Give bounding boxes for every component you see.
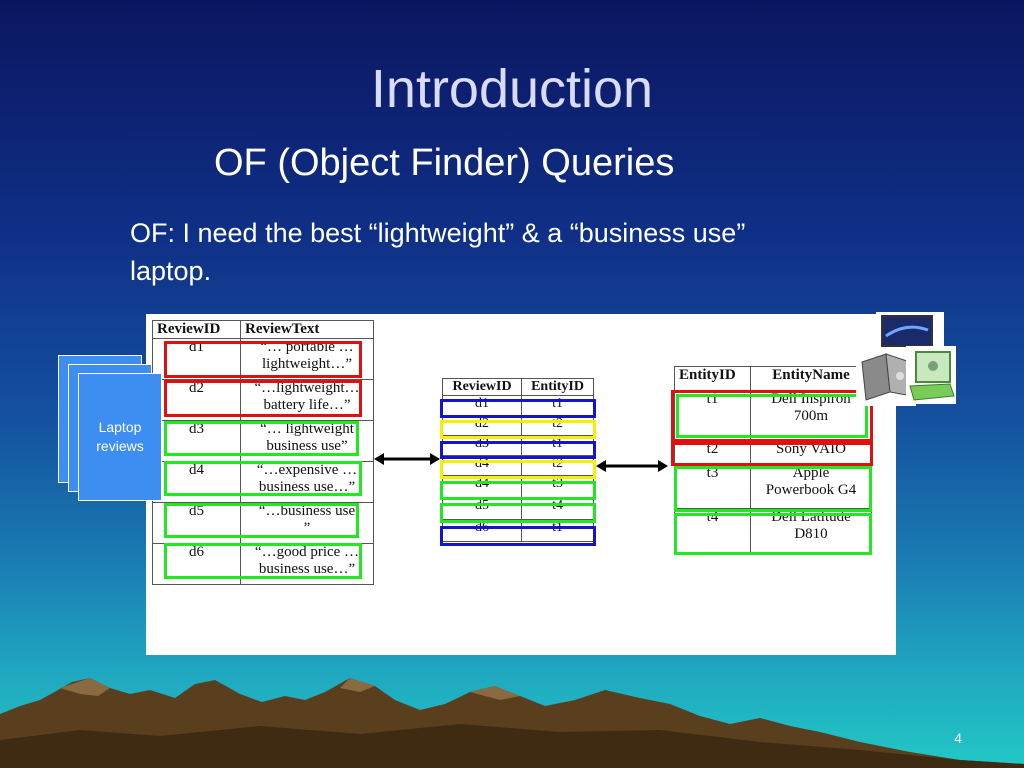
entity-highlight-t1-red (671, 390, 873, 442)
query-line-2: laptop. (130, 256, 212, 286)
review-highlight-d3 (164, 421, 359, 456)
review-highlight-d1 (164, 341, 362, 378)
review-highlight-d2 (164, 380, 362, 417)
entity-table-header-name: EntityName (750, 366, 872, 391)
review-highlight-d4 (164, 461, 362, 496)
query-text: OF: I need the best “lightweight” & a “b… (130, 214, 950, 290)
document-label: Laptop reviews (96, 419, 144, 454)
review-table-header-id: ReviewID (152, 320, 241, 339)
entity-table-header-id: EntityID (674, 366, 751, 391)
link-highlight-d6-t1 (440, 526, 596, 546)
laptop-icon (906, 346, 956, 404)
page-number: 4 (954, 730, 962, 746)
review-highlight-d5 (164, 503, 359, 538)
link-highlight-d1-t1 (440, 399, 596, 418)
document-front-icon: Laptop reviews (78, 373, 162, 501)
double-arrow-icon (596, 460, 668, 472)
review-highlight-d6 (164, 543, 362, 579)
link-highlight-d3-t1 (440, 441, 596, 459)
link-highlight-d4-t2 (440, 460, 596, 479)
link-highlight-d2-t2 (440, 420, 596, 439)
entity-highlight-t1-green (676, 394, 868, 438)
slide-title: Introduction (370, 59, 654, 119)
document-stack: Laptop reviews (58, 355, 168, 505)
review-table-header-text: ReviewText (240, 320, 374, 339)
link-table-header-entity: EntityID (521, 378, 594, 396)
mountain-range-decoration (0, 678, 1024, 768)
entity-highlight-t3 (674, 466, 872, 512)
entity-id-cell: t1 (674, 390, 751, 441)
link-table-header-review: ReviewID (441, 378, 523, 396)
figure-panel: ReviewID ReviewText d1 “… portable …ligh… (146, 314, 896, 655)
query-line-1: OF: I need the best “lightweight” & a “b… (130, 218, 746, 248)
review-text-cell: “…lightweight…battery life…” (240, 379, 374, 421)
link-highlight-d5-t4 (440, 503, 596, 523)
entity-highlight-t2 (671, 442, 873, 466)
entity-highlight-t4 (674, 513, 872, 555)
link-highlight-d4-t3 (440, 481, 596, 500)
double-arrow-icon (374, 453, 440, 465)
slide-subtitle: OF (Object Finder) Queries (214, 142, 675, 184)
